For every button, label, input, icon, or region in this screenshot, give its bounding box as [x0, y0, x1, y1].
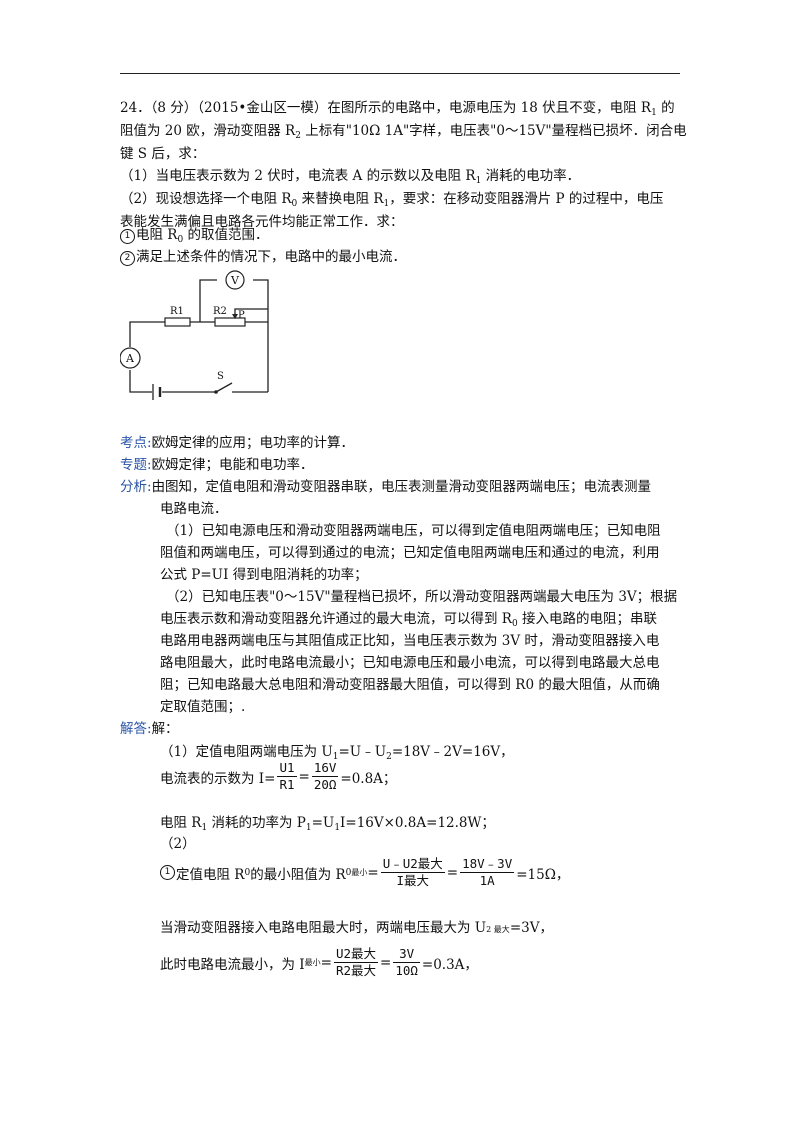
question-2a: （2）现设想选择一个电阻 R0 来替换电阻 R1，要求：在移动变阻器滑片 P 的… — [120, 191, 664, 209]
analysis-line-6: （2）已知电压表"0～15V"量程档已损坏，所以滑动变阻器两端最大电压为 3V；… — [166, 589, 678, 605]
switch-lever — [215, 382, 233, 393]
kaodian-row: 考点:欧姆定律的应用；电功率的计算． — [120, 435, 355, 451]
r2-label: R2 — [213, 306, 227, 317]
slider-label: P — [238, 310, 245, 321]
ammeter-label: A — [125, 352, 135, 365]
problem-line-3: 键 S 后，求： — [120, 146, 206, 162]
analysis-line-4: 阻值和两端电压，可以得到通过的电流；已知定值电阻两端电压和通过的电流，利用 — [160, 545, 660, 561]
jieda-row: 解答:解： — [120, 721, 179, 737]
fenxi-label: 分析: — [120, 479, 152, 495]
zhuanti-row: 专题:欧姆定律；电能和电功率． — [120, 457, 314, 473]
analysis-line-10: 阻；已知电路最大总电阻和滑动变阻器最大阻值，可以得到 R0 的最大阻值，从而确 — [160, 677, 660, 693]
analysis-line-9: 路电阻最大，此时电路电流最小；已知电源电压和最小电流，可以得到电路最大总电 — [160, 655, 660, 671]
slider-arrow-icon — [232, 314, 238, 319]
analysis-line-5: 公式 P=UI 得到电阻消耗的功率； — [160, 567, 368, 583]
analysis-line-8: 电路用电器两端电压与其阻值成正比知，当电压表示数为 3V 时，滑动变阻器接入电 — [160, 633, 660, 649]
zhuanti-label: 专题: — [120, 457, 152, 473]
jieda-label: 解答: — [120, 721, 152, 737]
solution-step-1: （1）定值电阻两端电压为 U1=U﹣U2=18V﹣2V=16V， — [160, 744, 514, 762]
solution-step-3: 电阻 R1 消耗的功率为 P1=U1I=16V×0.8A=12.8W； — [160, 815, 495, 833]
solution-step-6: 当滑动变阻器接入电路电阻最大时，两端电压最大为 U2 最大=3V， — [160, 920, 553, 936]
analysis-line-3: （1）已知电源电压和滑动变阻器两端电压，可以得到定值电阻两端电压；已知电阻 — [166, 523, 661, 539]
circuit-diagram: V A R1 R2 P S — [120, 270, 269, 400]
voltmeter-label: V — [230, 274, 240, 287]
circled-two-icon: 2 — [120, 251, 135, 266]
ammeter-icon — [120, 347, 141, 369]
r1-label: R1 — [170, 306, 184, 317]
switch-label: S — [217, 371, 224, 382]
circled-one-icon: 1 — [160, 865, 175, 880]
fenxi-row: 分析:由图知，定值电阻和滑动变阻器串联，电压表测量滑动变阻器两端电压；电流表测量 — [120, 479, 652, 495]
question-1: （1）当电压表示数为 2 伏时，电流表 A 的示数以及电阻 R1 消耗的电功率． — [120, 168, 581, 186]
analysis-line-2: 电路电流． — [160, 501, 228, 517]
analysis-line-7: 电压表示数和滑动变阻器允许通过的最大电流，可以得到 R0 接入电路的电阻；串联 — [160, 611, 657, 629]
header-rule — [120, 73, 680, 74]
r1-resistor — [164, 317, 191, 327]
circled-one-icon: 1 — [120, 229, 135, 244]
analysis-line-11: 定取值范围；. — [160, 699, 246, 715]
problem-line-2: 阻值为 20 欧，滑动变阻器 R2 上标有"10Ω 1A"字样，电压表"0～15… — [120, 123, 687, 141]
solution-step-4: （2） — [160, 836, 196, 852]
problem-line-1: 24．（8 分）（2015•金山区一模）在图所示的电路中，电源电压为 18 伏且… — [120, 100, 675, 118]
question-2b: 表能发生满偏且电路各元件均能正常工作．求： — [120, 214, 404, 230]
r2-rheostat — [214, 317, 246, 327]
kaodian-label: 考点: — [120, 435, 152, 451]
voltmeter-icon — [225, 270, 245, 290]
